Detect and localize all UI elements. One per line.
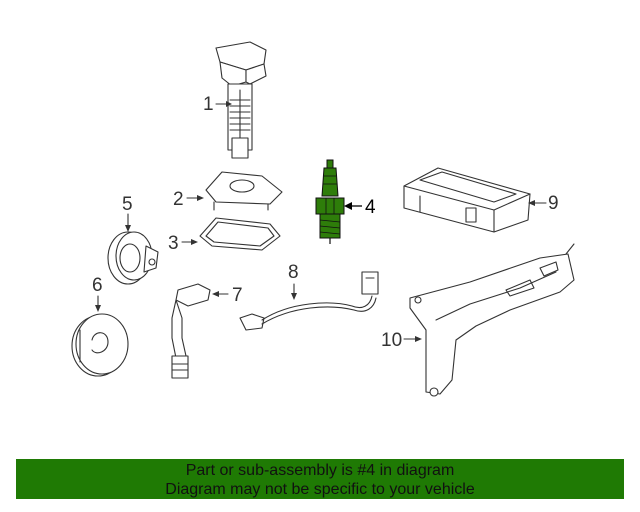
callout-7: 7 — [232, 285, 243, 306]
callout-5: 5 — [122, 194, 133, 215]
banner-line-1: Part or sub-assembly is #4 in diagram — [185, 462, 455, 479]
wire-harness-part[interactable] — [239, 271, 379, 331]
callout-1: 1 — [203, 94, 214, 115]
sensor-part[interactable] — [107, 231, 159, 285]
arrow-2 — [197, 195, 204, 201]
info-banner: Part or sub-assembly is #4 in diagram Di… — [16, 459, 624, 499]
ignition-coil-part[interactable] — [215, 41, 267, 159]
coil-seal-plate-part[interactable] — [205, 171, 283, 211]
arrow-9 — [528, 200, 535, 206]
arrow-3 — [191, 239, 198, 245]
callout-4: 4 — [365, 197, 376, 218]
arrow-5 — [125, 225, 131, 232]
callout-9: 9 — [548, 193, 559, 214]
callout-3: 3 — [168, 233, 179, 254]
cover-part[interactable] — [71, 313, 129, 377]
spark-plug-part[interactable] — [315, 159, 345, 244]
arrow-8 — [291, 293, 297, 300]
callout-6: 6 — [92, 275, 103, 296]
mounting-bracket-part[interactable] — [409, 243, 575, 397]
gasket-part[interactable] — [199, 217, 281, 251]
arrow-1 — [226, 101, 232, 107]
control-module-part[interactable] — [403, 167, 531, 233]
callout-8: 8 — [288, 262, 299, 283]
banner-line-2: Diagram may not be specific to your vehi… — [165, 481, 475, 498]
arrow-10 — [415, 336, 422, 342]
arrow-4 — [344, 202, 352, 210]
crank-sensor-part[interactable] — [171, 283, 211, 379]
arrow-7 — [212, 291, 219, 297]
callout-10: 10 — [381, 330, 402, 351]
callout-2: 2 — [173, 189, 184, 210]
arrow-6 — [95, 305, 101, 312]
